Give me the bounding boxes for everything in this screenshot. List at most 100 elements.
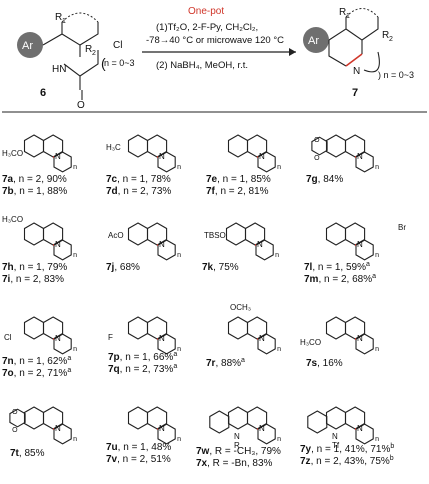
- footnote-marker: a: [173, 363, 177, 370]
- n-atom-label: N: [259, 424, 265, 433]
- product-7: Ar R 1 R 2 N ) n = 0~3 7: [303, 7, 414, 99]
- compound-yield: , 16%: [317, 358, 343, 369]
- compound-yield: , R = -CH₃, 79%: [209, 446, 281, 457]
- dashed-ring-closure: [61, 12, 99, 23]
- footnote-marker: a: [67, 355, 71, 362]
- benzene-ring: [227, 134, 249, 158]
- fused-ring: [363, 51, 380, 73]
- ring-size-n-label: n: [375, 252, 379, 259]
- benzene-ring: [227, 406, 249, 430]
- footnote-marker: a: [241, 357, 245, 364]
- benzene-ring: [127, 134, 149, 158]
- substituent-label: TBSO: [204, 231, 226, 240]
- substituent-label: F: [108, 333, 113, 342]
- indole-substituent-label: R: [234, 441, 240, 450]
- compound-id: 7m: [304, 274, 319, 285]
- compound-id: 7t: [10, 448, 20, 459]
- ring-size-n-label: n: [177, 164, 181, 171]
- oxygen-label: O: [12, 409, 18, 416]
- reaction-scheme: Ar R 1 R 2 HN O ( Cl n = 0~3 6 One-pot (…: [2, 6, 427, 113]
- ring-size-n-label: n: [277, 164, 281, 171]
- compound-id: 7a: [2, 174, 14, 185]
- n-atom-label: N: [353, 66, 360, 77]
- compound-caption: 7k, 75%: [202, 262, 239, 273]
- compound-yield: , n = 2, 90%: [13, 174, 67, 185]
- compound-id: 7j: [106, 262, 115, 273]
- dashed-ring-closure: [345, 8, 379, 18]
- compound-yield: , n = 2, 51%: [117, 454, 171, 465]
- compound-yield: , R = -Bn, 83%: [207, 458, 272, 469]
- n-atom-label: N: [259, 334, 265, 343]
- compound-id: 7y: [300, 444, 312, 455]
- compound-yield: , n = 1, 62%: [14, 356, 68, 367]
- compound-caption: 7a, n = 2, 90%: [2, 174, 67, 185]
- compound-yield: , n = 1, 88%: [14, 186, 68, 197]
- compound-yield: , n = 1, 79%: [14, 262, 68, 273]
- compound-id: 7p: [108, 352, 120, 363]
- n-range-label: ) n = 0~3: [378, 70, 414, 80]
- n-atom-label: N: [357, 240, 363, 249]
- aryl-ball-icon: [17, 32, 43, 58]
- n-atom-label: N: [159, 424, 165, 433]
- amide-bonds: [63, 50, 99, 100]
- footnote-marker: a: [67, 367, 71, 374]
- n-range-label: n = 0~3: [104, 58, 135, 68]
- benzene-ring: [127, 406, 149, 430]
- substituent-label: H₃CO: [300, 338, 321, 347]
- benzene-ring: [127, 316, 149, 340]
- step1-conditions: -78→40 °C or microwave 120 °C: [146, 35, 284, 46]
- compound-id: 7l: [304, 262, 313, 273]
- compound-id: 7z: [300, 456, 311, 467]
- ring-size-n-label: n: [177, 252, 181, 259]
- footnote-marker: b: [390, 455, 394, 462]
- ring-bonds: [328, 40, 347, 67]
- compound-yield: , n = 1, 48%: [118, 442, 172, 453]
- oxygen-label: O: [12, 427, 18, 434]
- compound-id: 7k: [202, 262, 214, 273]
- benzene-ring: [325, 316, 347, 340]
- r1-label: R: [339, 7, 346, 18]
- indole-substituent-label: Tf: [332, 441, 340, 450]
- ring-size-n-label: n: [375, 164, 379, 171]
- compound-caption: 7b, n = 1, 88%: [2, 186, 67, 197]
- n-atom-label: N: [357, 152, 363, 161]
- compound-yield: , n = 2, 83%: [10, 274, 64, 285]
- compound-yield: , n = 1, 59%: [312, 262, 366, 273]
- compound-id: 7o: [2, 368, 14, 379]
- oxygen-label: O: [314, 137, 320, 144]
- benzene-ring: [227, 316, 249, 340]
- compound-caption: 7w, R = -CH₃, 79%: [196, 446, 281, 457]
- r2-sub: 2: [92, 50, 96, 57]
- r1-sub: 1: [346, 13, 350, 20]
- benzene-ring: [23, 406, 45, 430]
- benzene-ring: [325, 406, 347, 430]
- compound-id: 7n: [2, 356, 14, 367]
- benzene-ring: [23, 134, 45, 158]
- compound-caption: 7q, n = 2, 73%a: [108, 363, 177, 375]
- aryl-label: Ar: [22, 40, 33, 52]
- reactant-6: Ar R 1 R 2 HN O ( Cl n = 0~3 6: [17, 12, 135, 111]
- n-atom-label: N: [357, 424, 363, 433]
- compound-number-7: 7: [352, 87, 358, 99]
- indole-n-label: N: [234, 432, 240, 441]
- substituent-label: H₃CO: [2, 149, 23, 158]
- footnote-marker: a: [366, 261, 370, 268]
- n-atom-label: N: [159, 334, 165, 343]
- r2-label: R: [85, 44, 92, 55]
- nh-label: HN: [52, 64, 66, 75]
- compound-caption: 7u, n = 1, 48%: [106, 442, 171, 453]
- compound-yield: , n = 2, 68%: [318, 274, 372, 285]
- n-atom-label: N: [159, 240, 165, 249]
- compound-caption: 7i, n = 2, 83%: [2, 274, 64, 285]
- compound-caption: 7e, n = 1, 85%: [206, 174, 271, 185]
- structure-sketch: N AcO n: [108, 222, 181, 261]
- benzene-ring: [325, 222, 347, 246]
- substituent-label: AcO: [108, 231, 124, 240]
- structure-sketch: Nn: [127, 406, 181, 445]
- compound-yield: , n = 2, 73%: [120, 364, 174, 375]
- n-atom-label: N: [55, 240, 61, 249]
